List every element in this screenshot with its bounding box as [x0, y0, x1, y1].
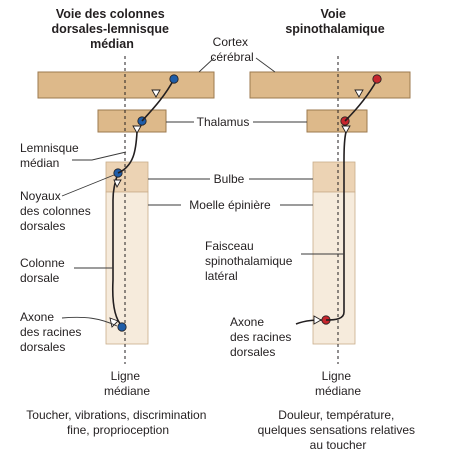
- left-caption-line-2: fine, proprioception: [67, 423, 169, 437]
- right-caption-line-1: Douleur, température,: [278, 408, 394, 422]
- left-cortex-block: [37, 71, 215, 99]
- left-dorsal-root-arrow: [109, 317, 119, 328]
- left-axone-leader: [61, 316, 118, 327]
- colonne-label-line-1: Colonne: [20, 256, 65, 270]
- colonne-label-line-2: dorsale: [20, 271, 60, 285]
- right-cortex-neuron: [372, 74, 382, 84]
- noyaux-label: Noyaux des colonnes dorsales: [20, 189, 94, 233]
- right-spinal-cord-block: [312, 191, 356, 345]
- cortex-label-line-1: Cortex: [213, 35, 248, 49]
- right-dorsal-root-arrow: [313, 315, 322, 325]
- faisceau-label-line-1: Faisceau: [205, 239, 254, 253]
- noyaux-label-line-3: dorsales: [20, 219, 65, 233]
- right-caption-line-2: quelques sensations relatives: [258, 423, 415, 437]
- left-midline-label-line-2: médiane: [104, 384, 150, 398]
- noyaux-leader: [61, 174, 115, 197]
- right-midline-label-line-2: médiane: [315, 384, 361, 398]
- right-axone-label-line-1: Axone: [230, 315, 264, 329]
- left-pathway-caption: Toucher, vibrations, discrimination fine…: [26, 408, 209, 437]
- right-thalamus-block: [306, 109, 368, 133]
- right-title-line-1: Voie: [321, 7, 347, 21]
- right-axone-label-line-3: dorsales: [230, 345, 275, 359]
- left-midline-label: Ligne médiane: [104, 369, 150, 398]
- right-cortex-arrow: [354, 89, 364, 98]
- left-axone-label-line-2: des racines: [20, 325, 81, 339]
- cortex-label-line-2: cérébral: [210, 50, 253, 64]
- cortex-leader-right: [255, 57, 276, 73]
- right-bulbe-block: [312, 161, 356, 193]
- right-midline-label-line-1: Ligne: [322, 369, 352, 383]
- left-thalamocortical-axon: [141, 78, 175, 122]
- left-dorsal-root-neuron: [117, 322, 127, 332]
- left-axone-label-line-1: Axone: [20, 310, 54, 324]
- lemnisque-label-line-2: médian: [20, 156, 59, 170]
- faisceau-label-line-3: latéral: [205, 269, 238, 283]
- right-cortex-block: [249, 71, 411, 99]
- lemnisque-label: Lemnisque médian: [20, 141, 82, 170]
- lemnisque-leader: [72, 151, 127, 161]
- bulbe-label: Bulbe: [214, 172, 245, 186]
- noyaux-label-line-1: Noyaux: [20, 189, 61, 203]
- left-cortex-arrow: [151, 89, 161, 98]
- moelle-label: Moelle épinière: [189, 198, 271, 212]
- right-axone-label-line-2: des racines: [230, 330, 291, 344]
- right-pathway-caption: Douleur, température, quelques sensation…: [258, 408, 419, 452]
- right-thalamocortical-axon: [344, 79, 378, 122]
- right-pathway-title: Voie spinothalamique: [285, 7, 384, 36]
- right-spinothalamic-axon: [325, 131, 347, 321]
- noyaux-label-line-2: des colonnes: [20, 204, 91, 218]
- left-thalamus-block: [97, 109, 167, 133]
- left-pathway-title: Voie des colonnes dorsales-lemnisque méd…: [52, 7, 173, 51]
- faisceau-label-line-2: spinothalamique: [205, 254, 293, 268]
- cortex-leader-left: [198, 57, 215, 73]
- right-caption-line-3: au toucher: [310, 438, 367, 452]
- left-medial-lemniscus-axon: [117, 131, 138, 174]
- thalamus-label: Thalamus: [197, 115, 250, 129]
- right-axone-label: Axone des racines dorsales: [230, 315, 295, 359]
- left-cortex-neuron: [169, 74, 179, 84]
- left-bulbe-arrow: [113, 179, 122, 189]
- right-thalamus-arrow: [341, 125, 351, 134]
- right-title-line-2: spinothalamique: [285, 22, 384, 36]
- lemnisque-label-line-1: Lemnisque: [20, 141, 79, 155]
- left-title-line-2: dorsales-lemnisque: [52, 22, 169, 36]
- left-midline-label-line-1: Ligne: [111, 369, 141, 383]
- left-axone-label-line-3: dorsales: [20, 340, 65, 354]
- colonne-label: Colonne dorsale: [20, 256, 68, 285]
- faisceau-label: Faisceau spinothalamique latéral: [205, 239, 296, 283]
- left-title-line-1: Voie des colonnes: [56, 7, 165, 21]
- cortex-label: Cortex cérébral: [210, 35, 253, 64]
- left-caption-line-1: Toucher, vibrations, discrimination: [26, 408, 206, 422]
- left-title-line-3: médian: [90, 37, 134, 51]
- right-midline-label: Ligne médiane: [315, 369, 361, 398]
- left-axone-label: Axone des racines dorsales: [20, 310, 85, 354]
- left-thalamus-arrow: [132, 125, 142, 134]
